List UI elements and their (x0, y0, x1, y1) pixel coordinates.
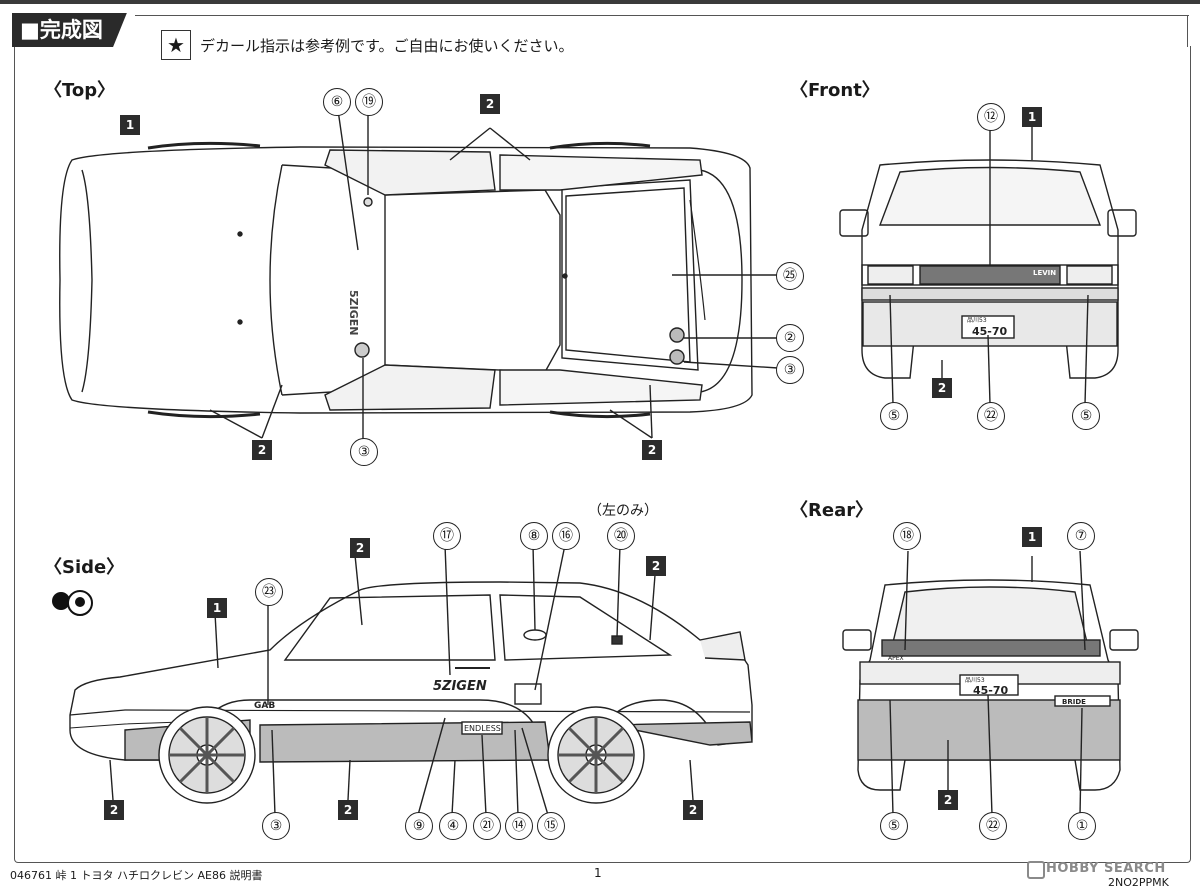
part-square-2: 2 (683, 800, 703, 820)
part-circle-3: ③ (350, 438, 378, 466)
frame-line (135, 15, 1189, 16)
top-view-car: 5ZIGEN (59, 109, 779, 440)
part-circle-25: ㉕ (776, 262, 804, 290)
part-circle-8: ⑧ (520, 522, 548, 550)
footer-code: 2NO2PPMK (1108, 876, 1169, 889)
svg-text:BRIDE: BRIDE (1062, 698, 1086, 706)
star-icon: ★ (161, 30, 191, 60)
svg-text:5ZIGEN: 5ZIGEN (347, 290, 360, 335)
front-view-car: 品川53 45-70 LEVIN (839, 122, 1137, 405)
part-circle-1: ① (1068, 812, 1096, 840)
part-square-2: 2 (642, 440, 662, 460)
part-square-2: 2 (104, 800, 124, 820)
footer-title: 046761 峠 1 トヨタ ハチロクレビン AE86 説明書 (10, 869, 263, 882)
side-view-car: 5ZIGEN GAB ENDLESS (69, 544, 753, 816)
part-square-2: 2 (932, 378, 952, 398)
part-square-2: 2 (646, 556, 666, 576)
part-circle-7: ⑦ (1067, 522, 1095, 550)
both-sides-symbol-icon (52, 584, 93, 618)
part-circle-19: ⑲ (355, 88, 383, 116)
svg-text:LEVIN: LEVIN (1033, 269, 1056, 277)
svg-text:GAB: GAB (254, 701, 275, 711)
svg-text:ENDLESS: ENDLESS (464, 724, 501, 733)
decal-note: デカール指示は参考例です。ご自由にお使いください。 (200, 37, 574, 55)
part-square-2: 2 (938, 790, 958, 810)
left-only-note: （左のみ） (588, 503, 658, 519)
part-circle-4: ④ (439, 812, 467, 840)
part-square-1: 1 (1022, 527, 1042, 547)
section-title: ■完成図 (12, 13, 127, 47)
part-circle-3: ③ (776, 356, 804, 384)
svg-text:品川53: 品川53 (965, 677, 985, 684)
svg-text:5ZIGEN: 5ZIGEN (433, 679, 487, 694)
part-circle-23: ㉓ (255, 578, 283, 606)
part-circle-3: ③ (262, 812, 290, 840)
part-circle-12: ⑫ (977, 103, 1005, 131)
part-circle-6: ⑥ (323, 88, 351, 116)
part-circle-5: ⑤ (880, 812, 908, 840)
part-square-1: 1 (207, 598, 227, 618)
part-circle-15: ⑮ (537, 812, 565, 840)
part-circle-17: ⑰ (433, 522, 461, 550)
part-square-2: 2 (480, 94, 500, 114)
part-square-1: 1 (1022, 107, 1042, 127)
rear-view-car: 品川53 45-70 BRIDE APEX (842, 550, 1139, 816)
watermark-logo-icon (1027, 861, 1045, 879)
part-circle-2: ② (776, 324, 804, 352)
top-rule (0, 0, 1200, 4)
part-circle-5: ⑤ (1072, 402, 1100, 430)
svg-text:45-70: 45-70 (972, 325, 1008, 338)
part-circle-20: ⑳ (607, 522, 635, 550)
view-label-front: 〈Front〉 (790, 80, 880, 101)
part-circle-5: ⑤ (880, 402, 908, 430)
svg-text:品川53: 品川53 (967, 317, 987, 324)
page-number: 1 (594, 866, 602, 880)
part-circle-18: ⑱ (893, 522, 921, 550)
view-label-top: 〈Top〉 (44, 80, 116, 101)
part-circle-22: ㉒ (977, 402, 1005, 430)
part-square-2: 2 (338, 800, 358, 820)
part-circle-9: ⑨ (405, 812, 433, 840)
part-square-2: 2 (350, 538, 370, 558)
watermark: HOBBY SEARCH (1046, 861, 1166, 876)
part-circle-22: ㉒ (979, 812, 1007, 840)
part-circle-16: ⑯ (552, 522, 580, 550)
part-square-1: 1 (120, 115, 140, 135)
part-circle-21: ㉑ (473, 812, 501, 840)
view-label-side: 〈Side〉 (44, 557, 125, 578)
part-circle-14: ⑭ (505, 812, 533, 840)
view-label-rear: 〈Rear〉 (790, 500, 874, 521)
part-square-2: 2 (252, 440, 272, 460)
frame-line (1187, 15, 1188, 47)
svg-text:APEX: APEX (888, 655, 904, 662)
svg-text:45-70: 45-70 (973, 684, 1009, 697)
